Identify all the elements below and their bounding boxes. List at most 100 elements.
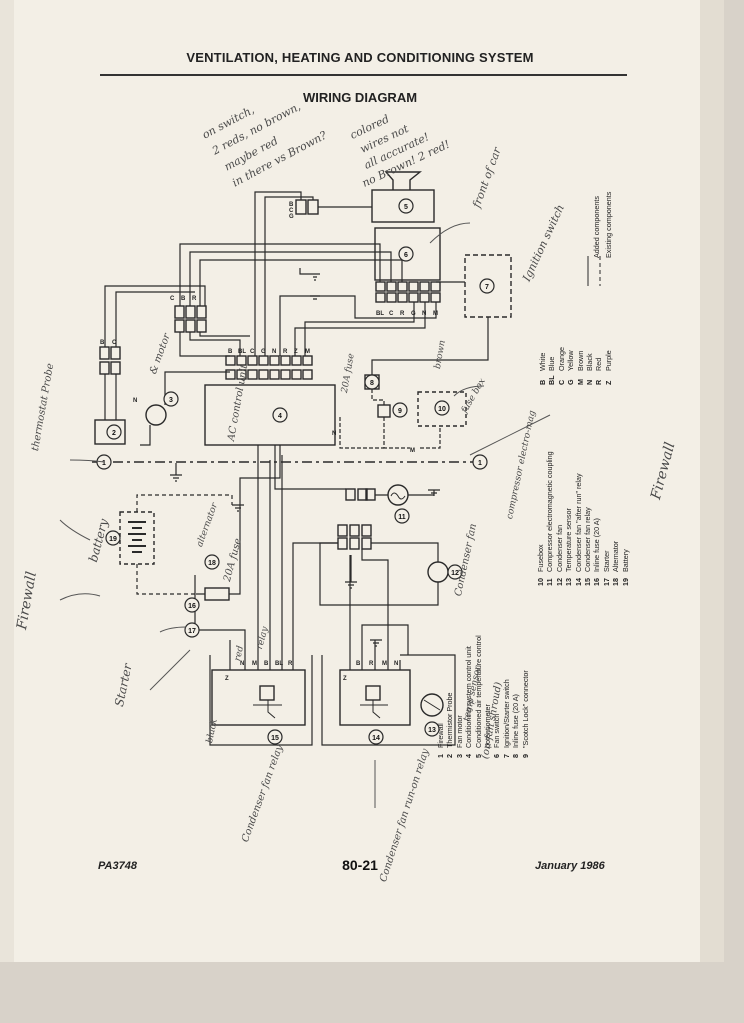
- paper-sheet: [0, 0, 724, 962]
- legend-added: Added components: [592, 196, 601, 258]
- relay-15-contacts: [253, 700, 282, 719]
- color-code-row: BWhite: [538, 352, 547, 385]
- battery-19: [119, 511, 155, 565]
- marker-label-3: 3: [169, 397, 173, 404]
- marker-9: [392, 402, 408, 418]
- r15-pin-0: Z: [225, 676, 229, 682]
- relay-14-contacts: [360, 700, 388, 719]
- marker-label-14: 14: [372, 735, 380, 742]
- color-code-row: ZPurple: [603, 350, 613, 385]
- relay-14-coil: [365, 685, 381, 701]
- marker-8: [364, 374, 380, 390]
- r15-pin-5: R: [288, 661, 293, 667]
- component-row: 15Condenser fan relay: [583, 507, 593, 586]
- r14-pin-2: R: [369, 661, 374, 667]
- marker-17: [184, 622, 200, 638]
- conn-top-2: G: [289, 214, 294, 220]
- fan-switch-6: [374, 227, 441, 281]
- color-code-row: GYellow: [566, 350, 576, 385]
- scotch-wire-label: M: [410, 448, 415, 454]
- marker-label-1b: 1: [478, 460, 482, 467]
- marker-13: [424, 721, 440, 737]
- u4-label-3: G: [261, 349, 266, 355]
- control-unit-4: [204, 384, 336, 446]
- fan-connector: [337, 524, 372, 550]
- relay-14-pin-stubs: [349, 640, 401, 670]
- wire-lock-to-fusebox: [383, 417, 441, 449]
- marker-label-18: 18: [208, 560, 216, 567]
- marker-19: [105, 530, 121, 546]
- relay-mid-wire-label: N: [332, 431, 336, 437]
- relay-15-box: [209, 655, 313, 746]
- page-number: 80-21: [342, 857, 378, 873]
- unit-marker-labels: 1 1 2 3 4 5 6 7 8 9 10 11 12 13 14 15 16…: [102, 204, 489, 742]
- conn-mid-0: C: [170, 296, 175, 302]
- connector-mid: [174, 305, 207, 333]
- color-code-legend: BWhite BLBlue COrange GYellow MBrown NBl…: [538, 347, 613, 385]
- marker-label-8: 8: [370, 380, 374, 387]
- component-row: 8Inline fuse (20 A): [511, 694, 521, 758]
- u4-label-4: N: [272, 349, 276, 355]
- ground-symbols: [170, 268, 440, 647]
- marker-label-2: 2: [112, 430, 116, 437]
- component-row: 1Firewall: [436, 723, 445, 758]
- component-legend-col2: 10Fusebox 11Compressor electromagnetic c…: [536, 451, 630, 586]
- r15-pin-3: B: [264, 661, 269, 667]
- u6-label-4: N: [422, 311, 426, 317]
- marker-label-5: 5: [404, 204, 408, 211]
- component-row: 18Alternator: [611, 540, 621, 586]
- color-code-row: BLBlue: [547, 356, 557, 385]
- unit-markers: [96, 198, 495, 745]
- fan-motor-3: [145, 404, 167, 426]
- page-shadow: [700, 0, 724, 962]
- inline-fuse-16: [204, 587, 230, 601]
- r15-pin-4: BL: [275, 661, 283, 667]
- component-row: 14Condenser fan "after run" relay: [573, 473, 583, 586]
- marker-3: [163, 391, 179, 407]
- conn-mid-2: R: [192, 296, 197, 302]
- color-code-row: RRed: [594, 357, 604, 385]
- marker-label-11: 11: [398, 514, 406, 521]
- wire-fan: [319, 542, 439, 606]
- marker-label-13: 13: [428, 727, 436, 734]
- component-row: 9"Scotch Lock" connector: [520, 670, 530, 758]
- component-row: 7Ignition/Starter switch: [501, 679, 511, 758]
- wire-relay14: [349, 549, 409, 660]
- control-unit-terminals: [225, 355, 313, 380]
- marker-label-17: 17: [188, 628, 196, 635]
- color-code-row: NBlack: [585, 353, 595, 385]
- u4-label-5: R: [283, 349, 288, 355]
- wire-motor: [140, 395, 166, 446]
- component-row: 13Temperature sensor: [564, 508, 574, 586]
- wire-battery: [136, 494, 233, 595]
- r15-pin-1: N: [240, 661, 244, 667]
- u6-label-5: M: [433, 311, 438, 317]
- relay-15-coil: [259, 685, 275, 701]
- marker-label-15: 15: [271, 735, 279, 742]
- conn-left-0: B: [100, 340, 105, 346]
- conn-left-1: C: [112, 340, 117, 346]
- wire-harness: [104, 191, 465, 410]
- component-row: 17Starter: [601, 550, 611, 586]
- connector-top: [295, 199, 319, 215]
- line-style-legend: Added components Existing components: [592, 192, 614, 258]
- u6-label-2: R: [400, 311, 405, 317]
- marker-12: [447, 564, 463, 580]
- fan-switch-terminals: [375, 281, 441, 303]
- u6-label-0: BL: [376, 311, 384, 317]
- conn-top-0: B: [289, 202, 294, 208]
- legend-existing: Existing components: [604, 191, 614, 258]
- r14-pin-3: M: [382, 661, 387, 667]
- wire-labels: B BL C G N R Z M BL C R G N M Z N M B BL…: [100, 202, 438, 682]
- component-row: 16Inline fuse (20 A): [592, 518, 602, 586]
- u4-label-1: BL: [238, 349, 246, 355]
- marker-6: [398, 246, 414, 262]
- r14-pin-4: N: [394, 661, 398, 667]
- marker-label-6: 6: [404, 252, 408, 259]
- u4-label-2: C: [250, 349, 255, 355]
- component-row: 12Condenser fan: [554, 524, 564, 586]
- temperature-sensor-13: [420, 693, 444, 717]
